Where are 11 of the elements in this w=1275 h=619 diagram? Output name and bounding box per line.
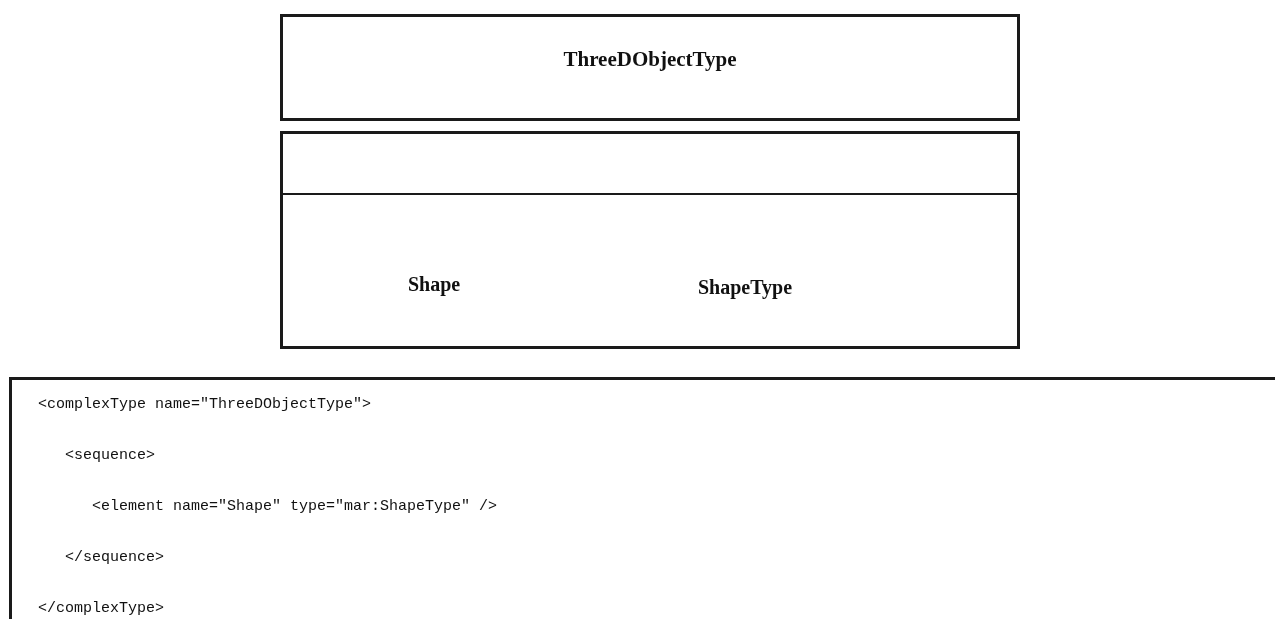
code-line: <element name="Shape" type="mar:ShapeType" />: [92, 497, 498, 517]
attribute-name: Shape: [408, 272, 461, 298]
code-line: <sequence>: [65, 446, 155, 466]
code-line: </complexType>: [38, 599, 165, 619]
class-name-box: [280, 14, 1020, 121]
class-body-box: [280, 131, 1020, 349]
class-name: ThreeDObjectType: [563, 45, 737, 73]
code-line: <complexType name="ThreeDObjectType">: [38, 395, 372, 415]
attribute-type: ShapeType: [698, 275, 793, 301]
code-line: </sequence>: [65, 548, 165, 568]
code-panel: [9, 377, 1275, 619]
